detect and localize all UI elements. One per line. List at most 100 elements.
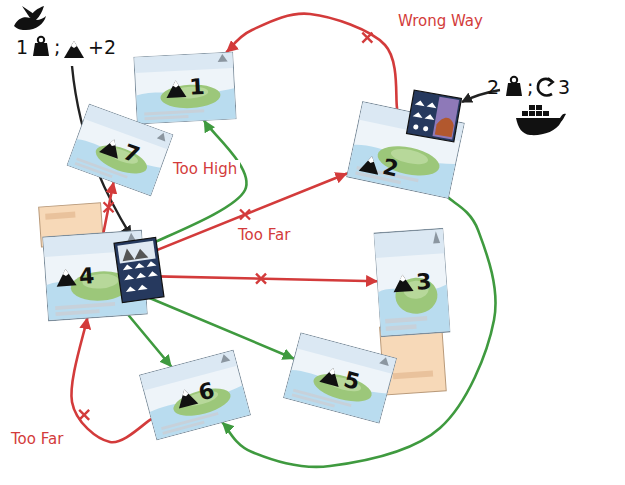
card-part — [359, 102, 463, 141]
card-part — [173, 80, 179, 87]
card-label: 4 — [54, 264, 95, 289]
card-part — [126, 232, 137, 242]
mountain-icon — [64, 41, 84, 58]
card-part — [134, 52, 236, 124]
drawing-part — [413, 124, 419, 130]
rotate-icon — [538, 78, 553, 95]
drawing-part — [538, 79, 552, 95]
card-part — [386, 324, 417, 331]
card-part — [219, 353, 230, 363]
edge-label: Too Far — [235, 226, 293, 244]
drawing-part — [435, 116, 455, 137]
card-part — [157, 131, 168, 141]
cost-label: ; — [527, 78, 533, 97]
move-arrow — [223, 198, 496, 467]
card-part — [144, 115, 188, 120]
drawing-part — [543, 111, 549, 116]
card-part — [385, 316, 427, 323]
ship-icon — [516, 105, 566, 135]
card-part — [374, 229, 444, 258]
cost-label: +2 — [88, 38, 116, 57]
card-part — [217, 54, 227, 62]
drawing-part — [14, 6, 46, 30]
drawing-part — [124, 270, 158, 280]
cost-label: ; — [54, 38, 60, 57]
island-card: 6 — [139, 349, 251, 440]
card-part — [400, 274, 406, 281]
card-part — [182, 388, 190, 396]
card-part — [55, 309, 99, 316]
drawing-part — [413, 111, 436, 120]
card-part — [140, 351, 237, 391]
card-part — [374, 141, 441, 180]
card-art — [373, 227, 450, 337]
card-part — [446, 121, 458, 132]
card-part — [292, 393, 335, 407]
player-board — [114, 237, 164, 302]
island-card: 4 — [42, 229, 148, 321]
card-part — [62, 268, 68, 275]
card-part — [379, 356, 391, 366]
card-part — [134, 52, 233, 73]
drawing-part — [536, 105, 542, 110]
drawing-part — [529, 111, 535, 116]
card-part — [43, 230, 148, 320]
mountain-icon — [174, 385, 200, 409]
blocked-mark — [104, 202, 114, 212]
drawing-part — [121, 246, 148, 262]
weight-icon — [506, 77, 522, 96]
island-number: 1 — [189, 76, 205, 99]
drawing-part — [33, 43, 49, 56]
drawing-part — [407, 90, 462, 142]
island-card: 2 — [346, 101, 465, 199]
drawing-part — [516, 114, 566, 136]
mountain-icon — [357, 152, 382, 175]
island-card: 1 — [133, 51, 236, 124]
card-part — [43, 230, 142, 256]
card-part — [74, 162, 112, 178]
drawing-part — [38, 37, 44, 43]
drawing-part — [529, 105, 535, 110]
drawing-part — [506, 83, 522, 96]
card-part — [110, 138, 118, 147]
card-part — [320, 365, 344, 387]
cost-label: 3 — [558, 78, 570, 97]
blocked-mark — [256, 274, 266, 284]
island-card: 3 — [373, 227, 450, 337]
drawing-part — [511, 77, 517, 83]
edge-label: Too High — [170, 160, 240, 178]
card-part — [358, 154, 381, 175]
card-part — [374, 228, 450, 336]
island-number: 3 — [416, 270, 433, 293]
drawing-part — [548, 78, 553, 86]
move-arrow — [104, 183, 114, 232]
card-part — [175, 386, 199, 408]
dove-icon — [14, 6, 46, 30]
drawing-part — [64, 41, 84, 58]
mountain-icon — [54, 267, 77, 287]
cost-label: 2 — [487, 78, 499, 97]
card-art — [133, 51, 236, 124]
mountain-icon — [392, 272, 415, 292]
move-arrow — [144, 174, 347, 256]
edge-label: Wrong Way — [395, 12, 486, 30]
drawing-part — [22, 6, 34, 18]
card-part — [162, 421, 204, 435]
card-label: 3 — [392, 270, 433, 295]
card-label: 1 — [165, 76, 205, 100]
drawing-part — [45, 212, 75, 220]
weight-icon — [33, 37, 49, 56]
edge-label: Too Far — [8, 430, 66, 448]
card-part — [166, 79, 187, 97]
blocked-mark — [79, 410, 89, 420]
card-art — [42, 229, 148, 321]
drawing-part — [114, 237, 164, 302]
drawing-part — [125, 284, 147, 292]
card-part — [100, 136, 125, 159]
card-art — [346, 101, 465, 199]
drawing-part — [393, 371, 433, 380]
card-part — [346, 102, 464, 199]
drawing-part — [432, 97, 459, 140]
card-part — [67, 104, 173, 196]
